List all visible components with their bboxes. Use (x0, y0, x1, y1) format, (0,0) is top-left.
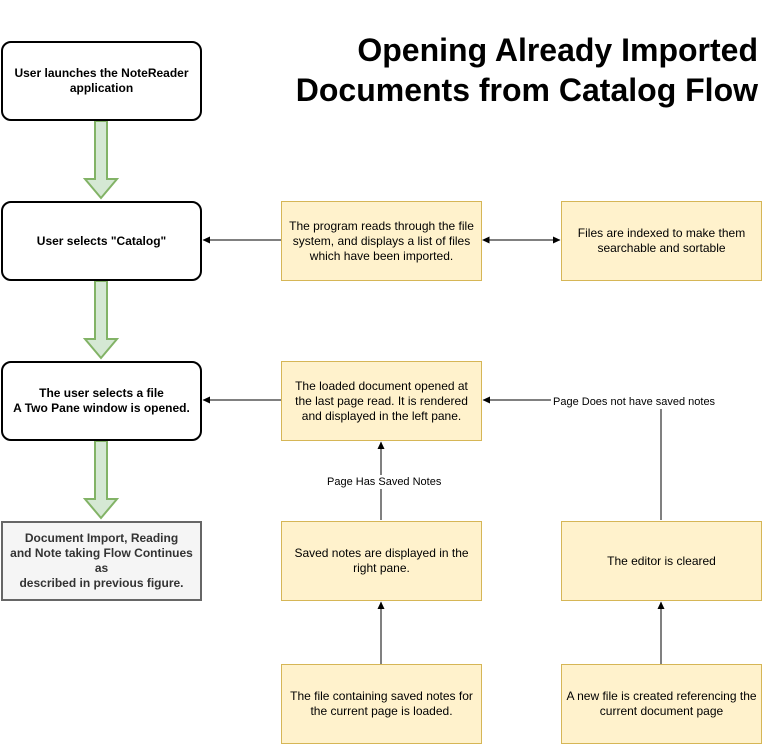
note-editor-cleared-label: The editor is cleared (607, 553, 716, 568)
note-saved-notes-displayed-label: Saved notes are displayed in the right p… (294, 546, 469, 575)
step-launch-app-label: User launches the NoteReader application (14, 66, 189, 95)
step-launch-app: User launches the NoteReader application (1, 41, 202, 121)
note-program-reads: The program reads through the file syste… (281, 201, 482, 281)
step-select-catalog-label: User selects "Catalog" (36, 233, 167, 248)
step-continue-line-3: described in previous figure. (19, 576, 184, 590)
step-continue-flow: Document Import, Reading and Note taking… (1, 521, 202, 601)
flow-arrow-2 (82, 280, 120, 360)
arrow-cleared-to-loaded (482, 396, 662, 520)
flow-arrow-1 (82, 120, 120, 200)
note-new-file-created: A new file is created referencing the cu… (561, 664, 762, 744)
note-saved-notes-displayed: Saved notes are displayed in the right p… (281, 521, 482, 601)
step-select-catalog: User selects "Catalog" (1, 201, 202, 281)
title-line-2: Documents from Catalog Flow (295, 72, 758, 108)
step-select-file-line-2: A Two Pane window is opened. (13, 401, 190, 415)
step-continue-line-2: and Note taking Flow Continues as (10, 546, 193, 575)
note-loaded-document: The loaded document opened at the last p… (281, 361, 482, 441)
flow-arrow-3 (82, 440, 120, 520)
note-file-loaded-label: The file containing saved notes for the … (290, 689, 473, 718)
note-new-file-created-label: A new file is created referencing the cu… (566, 689, 757, 718)
note-file-loaded: The file containing saved notes for the … (281, 664, 482, 744)
step-select-file-line-1: The user selects a file (39, 386, 164, 400)
note-files-indexed: Files are indexed to make them searchabl… (561, 201, 762, 281)
note-program-reads-label: The program reads through the file syste… (289, 218, 474, 263)
step-select-file: The user selects a file A Two Pane windo… (1, 361, 202, 441)
note-loaded-document-label: The loaded document opened at the last p… (295, 378, 468, 423)
note-editor-cleared: The editor is cleared (561, 521, 762, 601)
diagram-title: Opening Already Imported Documents from … (238, 30, 758, 110)
edge-label-has-saved-notes: Page Has Saved Notes (325, 475, 444, 489)
step-continue-line-1: Document Import, Reading (24, 531, 179, 545)
title-line-1: Opening Already Imported (357, 32, 758, 68)
edge-label-no-saved-notes: Page Does not have saved notes (551, 395, 718, 409)
note-files-indexed-label: Files are indexed to make them searchabl… (577, 226, 746, 255)
